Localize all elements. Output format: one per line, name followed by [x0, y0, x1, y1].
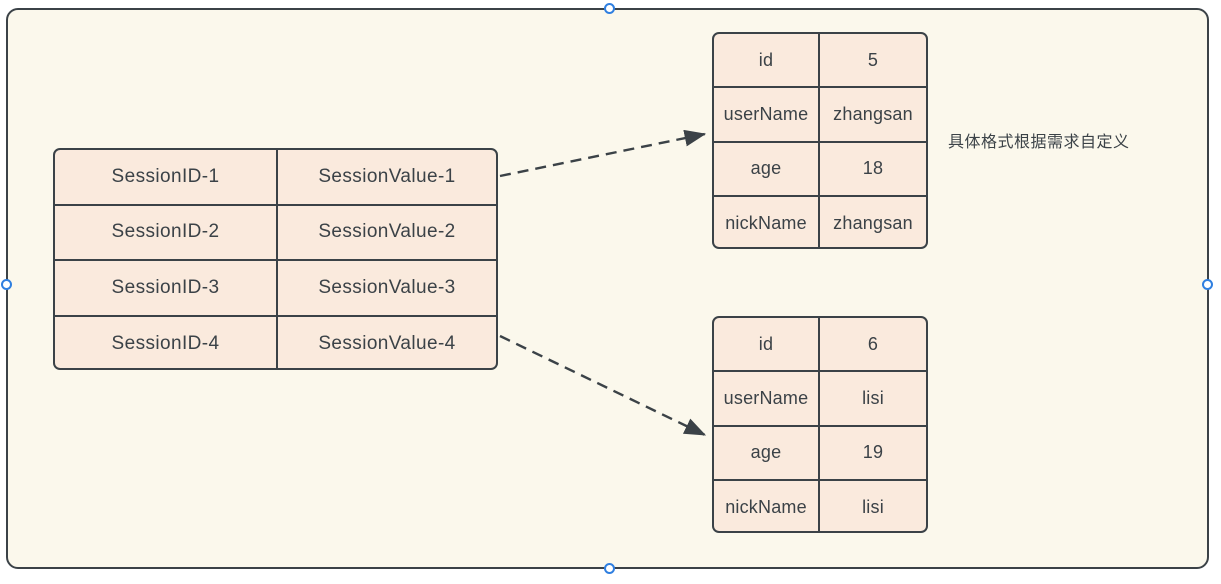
session-value-cell: SessionValue-3	[318, 276, 456, 298]
field-name-cell: nickName	[714, 480, 820, 531]
field-value-cell: 5	[867, 49, 879, 70]
table-row[interactable]: id 5	[714, 34, 926, 89]
field-value-cell: zhangsan	[833, 103, 913, 124]
field-name-cell: nickName	[714, 196, 820, 247]
table-row[interactable]: SessionID-1 SessionValue-1	[55, 150, 496, 206]
field-name-cell: userName	[714, 88, 820, 141]
table-row[interactable]: SessionID-3 SessionValue-3	[55, 261, 496, 317]
session-id-cell: SessionID-1	[55, 150, 278, 204]
table-row[interactable]: id 6	[714, 318, 926, 373]
field-name-cell: userName	[714, 372, 820, 425]
session-id-cell: SessionID-2	[55, 205, 278, 259]
session-store-table[interactable]: SessionID-1 SessionValue-1 SessionID-2 S…	[53, 148, 498, 370]
field-value-cell: 19	[862, 442, 884, 463]
format-note-label: 具体格式根据需求自定义	[948, 134, 1130, 151]
table-row[interactable]: SessionID-4 SessionValue-4	[55, 316, 496, 368]
table-row[interactable]: age 18	[714, 142, 926, 197]
field-value-cell: zhangsan	[833, 213, 913, 234]
session-value-cell: SessionValue-4	[318, 333, 456, 355]
table-row[interactable]: userName zhangsan	[714, 88, 926, 143]
session-id-cell: SessionID-4	[55, 316, 278, 368]
table-row[interactable]: nickName lisi	[714, 480, 926, 531]
field-value-cell: 18	[862, 158, 884, 179]
selection-handle-right[interactable]	[1202, 279, 1213, 290]
selection-handle-top[interactable]	[604, 3, 615, 14]
session-id-cell: SessionID-3	[55, 261, 278, 315]
table-row[interactable]: nickName zhangsan	[714, 196, 926, 247]
session-value-cell: SessionValue-2	[318, 221, 456, 243]
selection-handle-bottom[interactable]	[604, 563, 615, 574]
field-value-cell: lisi	[862, 387, 884, 408]
table-row[interactable]: SessionID-2 SessionValue-2	[55, 205, 496, 261]
field-value-cell: 6	[867, 333, 879, 354]
field-value-cell: lisi	[862, 497, 884, 518]
session-value-cell: SessionValue-1	[318, 165, 456, 187]
field-name-cell: id	[714, 34, 820, 87]
field-name-cell: age	[714, 142, 820, 195]
table-row[interactable]: age 19	[714, 426, 926, 481]
session-value-detail-table-2[interactable]: id 6 userName lisi age 19 nickName lisi	[712, 316, 928, 533]
table-row[interactable]: userName lisi	[714, 372, 926, 427]
field-name-cell: id	[714, 318, 820, 371]
session-value-detail-table-1[interactable]: id 5 userName zhangsan age 18 nickName z…	[712, 32, 928, 249]
field-name-cell: age	[714, 426, 820, 479]
selection-handle-left[interactable]	[1, 279, 12, 290]
